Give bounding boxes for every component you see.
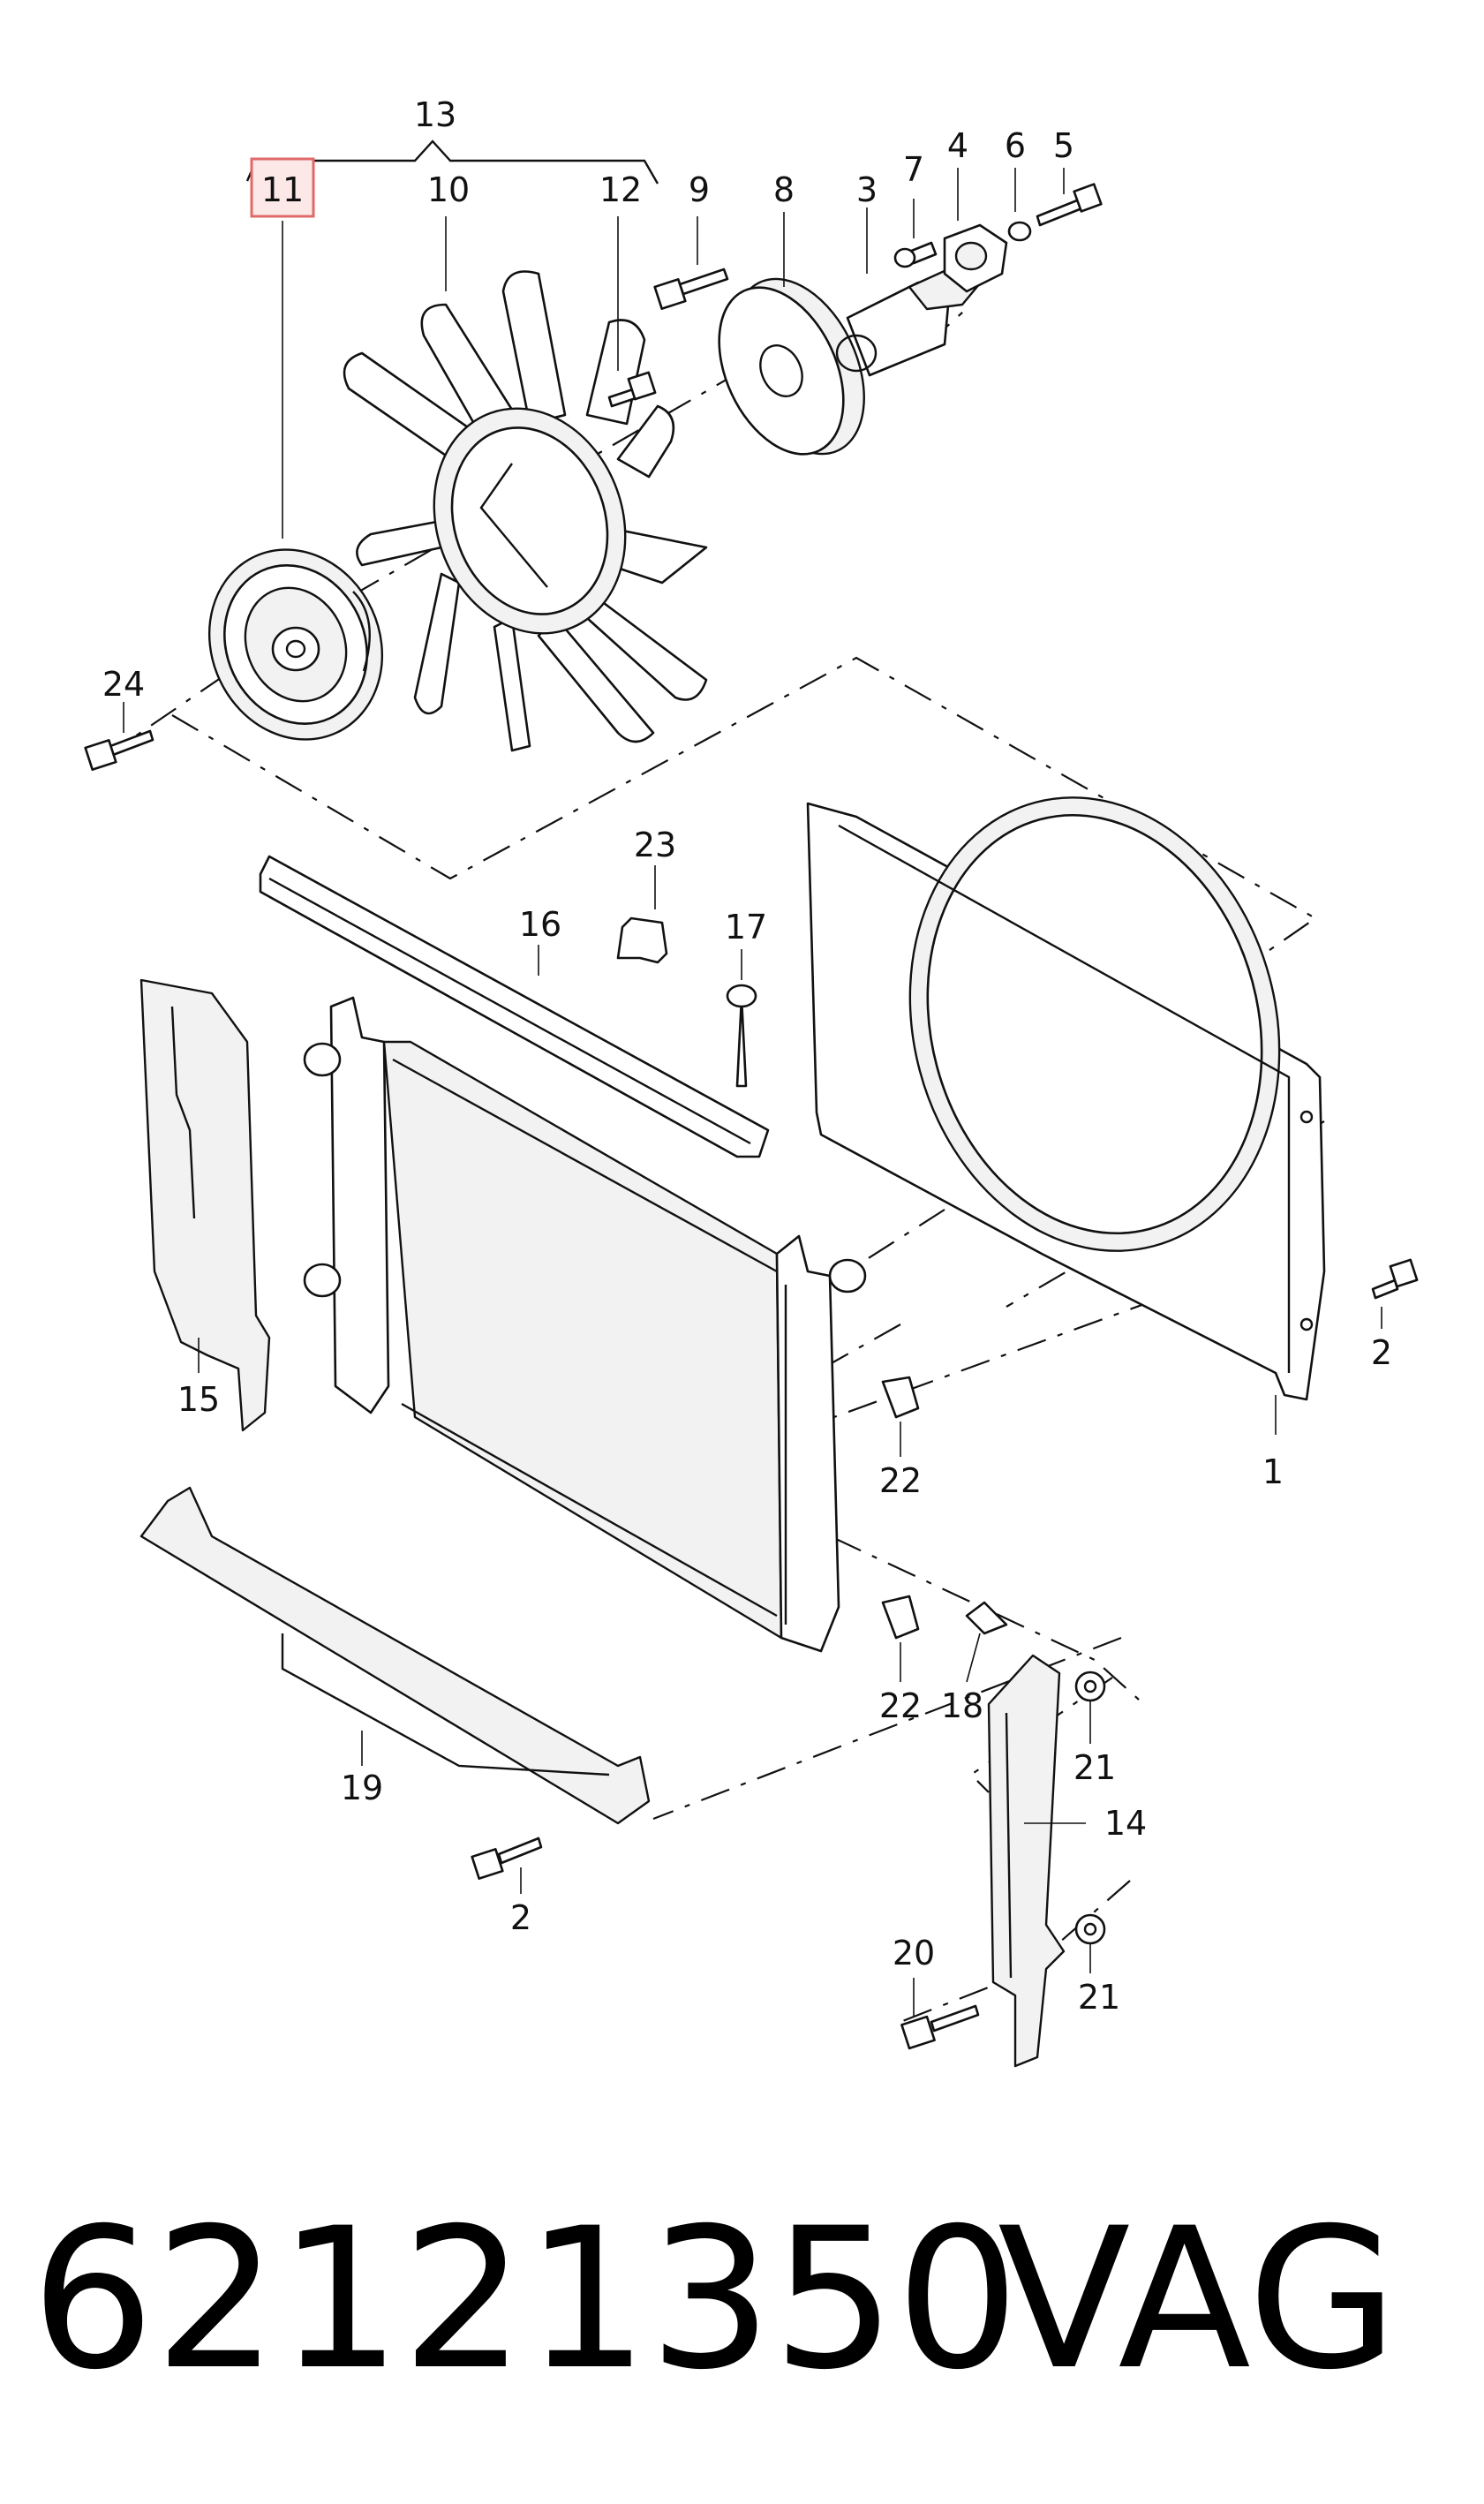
callout-21-lower: 21: [1078, 1978, 1120, 2017]
callout-16: 16: [519, 905, 561, 944]
bolts-and-washers: [84, 183, 1419, 2050]
callout-9: 9: [689, 170, 710, 209]
callout-24: 24: [102, 665, 145, 704]
callout-8: 8: [773, 170, 795, 209]
callout-17: 17: [725, 908, 767, 947]
callout-22-upper: 22: [879, 1461, 922, 1500]
callout-7: 7: [903, 150, 924, 189]
radiator: [303, 996, 867, 1653]
callout-5: 5: [1053, 126, 1074, 165]
upper-mounting-rail: [259, 855, 770, 1158]
callout-22-lower: 22: [879, 1686, 922, 1725]
callout-19: 19: [341, 1769, 383, 1807]
brand-name: VAG: [998, 2186, 1398, 2412]
pulley: [718, 277, 865, 456]
callout-1: 1: [1262, 1452, 1284, 1491]
callout-15: 15: [177, 1380, 220, 1419]
callout-10: 10: [427, 170, 470, 209]
fan-shroud: [806, 796, 1326, 1401]
bearing-bracket: [835, 223, 1008, 377]
viscous-fan-clutch: [207, 548, 384, 741]
leader-lines: [123, 168, 1382, 2018]
retaining-clip: [616, 916, 668, 964]
callout-12: 12: [599, 170, 642, 209]
callout-4: 4: [947, 126, 968, 165]
callout-13: 13: [414, 95, 456, 134]
lower-air-guide: [139, 1486, 651, 1825]
cooling-fan-blades: [343, 270, 708, 752]
callout-14: 14: [1104, 1804, 1147, 1843]
callout-labels: 13 11 10 12 9 8 3 7 4 6 5 24 23 16 17 2 …: [102, 95, 1392, 2017]
right-air-guide: [987, 1654, 1066, 2068]
callout-11: 11: [261, 170, 304, 209]
callout-6: 6: [1005, 126, 1026, 165]
callout-18: 18: [941, 1686, 983, 1725]
callout-3: 3: [856, 170, 878, 209]
callout-21-upper: 21: [1073, 1748, 1116, 1787]
left-air-guide: [139, 978, 271, 1432]
highlight-box: [250, 157, 315, 218]
callout-2-lower: 2: [510, 1898, 531, 1937]
callout-2-right: 2: [1371, 1333, 1392, 1372]
mounting-brackets: [881, 1376, 1106, 1945]
callout-23: 23: [634, 826, 676, 864]
callout-20: 20: [893, 1934, 935, 1972]
part-number: 62121350: [31, 2186, 1020, 2412]
